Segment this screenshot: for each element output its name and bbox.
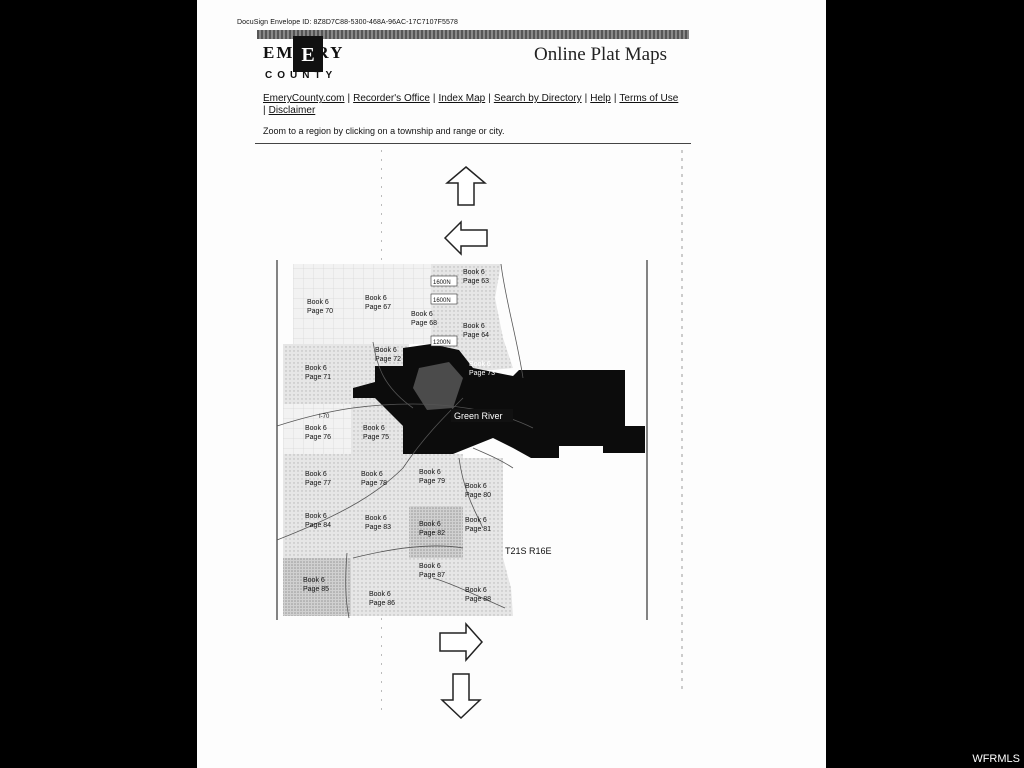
header-bar xyxy=(257,30,689,39)
docusign-envelope-id: DocuSign Envelope ID: 8Z8D7C88-5300-468A… xyxy=(237,19,458,26)
city-label-green-river[interactable]: Green River xyxy=(454,411,503,421)
svg-text:1200N: 1200N xyxy=(433,340,451,346)
tags: 1600N 1600N 1200N xyxy=(430,275,458,347)
wfrmls-watermark: WFRMLS xyxy=(972,753,1020,765)
zoom-instruction: Zoom to a region by clicking on a townsh… xyxy=(263,126,505,136)
pan-up-arrow-icon[interactable] xyxy=(445,165,487,207)
nav-link-search-directory[interactable]: Search by Directory xyxy=(493,93,582,104)
page-title: Online Plat Maps xyxy=(534,44,667,65)
road-label-i70: I-70 xyxy=(319,414,330,420)
scanned-document-page: DocuSign Envelope ID: 8Z8D7C88-5300-468A… xyxy=(197,0,826,768)
pan-left-arrow-icon[interactable] xyxy=(443,220,489,256)
green-river-city-area xyxy=(353,344,645,458)
township-label[interactable]: T21S R16E xyxy=(505,546,552,556)
logo-letter-box: E xyxy=(293,36,323,72)
svg-text:1600N: 1600N xyxy=(433,298,451,304)
pan-down-arrow-icon[interactable] xyxy=(440,672,482,720)
city-label-bg xyxy=(451,409,513,422)
scan-artifact xyxy=(681,150,683,690)
nav-link-emerycounty[interactable]: EmeryCounty.com xyxy=(263,93,345,104)
nav-link-disclaimer[interactable]: Disclaimer xyxy=(268,105,316,116)
nav-link-index-map[interactable]: Index Map xyxy=(438,93,486,104)
svg-text:1600N: 1600N xyxy=(433,280,451,286)
pan-right-arrow-icon[interactable] xyxy=(438,622,484,662)
nav-link-help[interactable]: Help xyxy=(590,93,611,104)
nav-links: EmeryCounty.com|Recorder's Office|Index … xyxy=(263,93,679,116)
logo-text-county: COUNTY xyxy=(265,70,338,81)
map-sections xyxy=(283,264,513,616)
divider xyxy=(255,143,691,144)
nav-link-terms[interactable]: Terms of Use xyxy=(619,93,679,104)
nav-link-recorders-office[interactable]: Recorder's Office xyxy=(353,93,430,104)
